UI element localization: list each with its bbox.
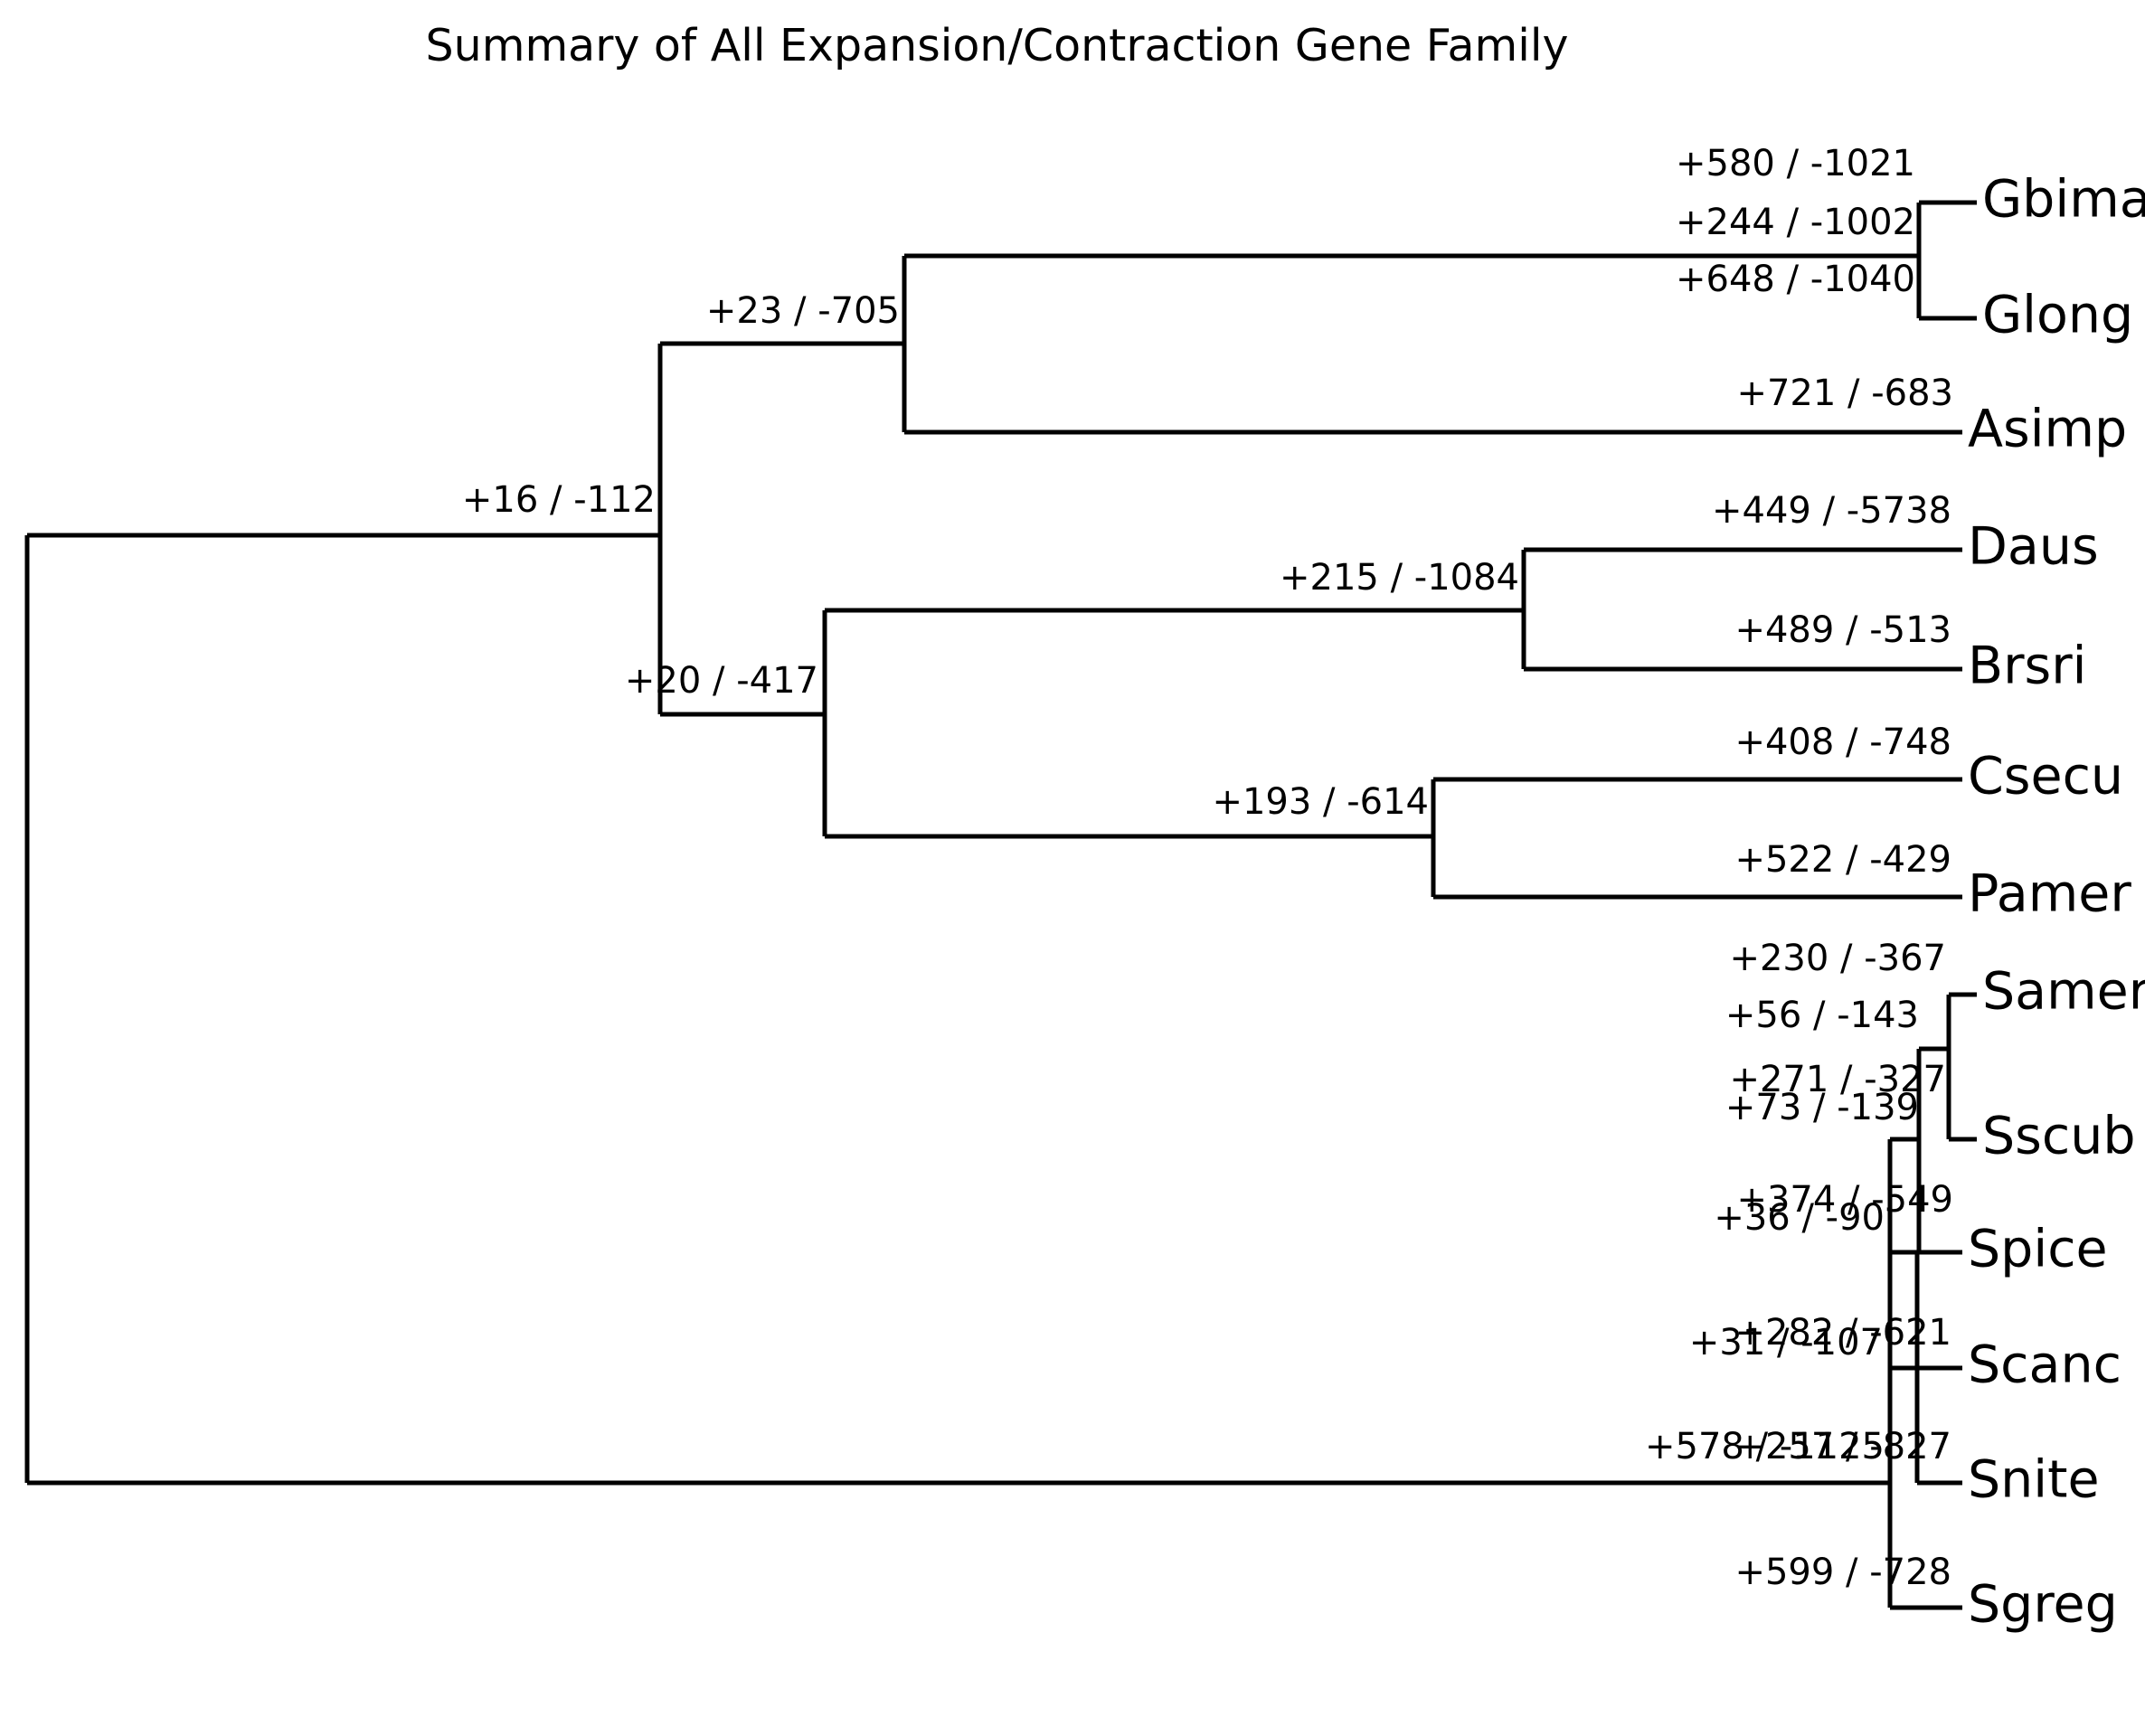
label-scsnite-rate: +31 / -107 <box>1689 1322 1883 1363</box>
tip-glong: Glong <box>1982 286 2133 345</box>
label-db-rate: +215 / -1084 <box>1280 557 1519 599</box>
tip-spice: Spice <box>1968 1220 2108 1279</box>
tip-snite: Snite <box>1968 1450 2100 1510</box>
label-ggA-rate: +23 / -705 <box>706 290 900 332</box>
label-csecu-rate: +408 / -748 <box>1734 722 1951 763</box>
tip-pamer: Pamer <box>1968 864 2131 924</box>
tip-daus: Daus <box>1968 517 2099 577</box>
label-daus-rate: +449 / -5738 <box>1712 490 1951 532</box>
label-root-upper: +16 / -112 <box>462 479 656 521</box>
tip-csecu: Csecu <box>1968 747 2123 807</box>
label-mid-rate: +20 / -417 <box>625 660 818 702</box>
tip-asimp: Asimp <box>1968 400 2127 459</box>
tip-scanc: Scanc <box>1968 1335 2121 1395</box>
tip-sgreg: Sgreg <box>1968 1575 2118 1635</box>
tip-samer: Samer <box>1982 962 2145 1022</box>
label-ssp-rate2: +73 / -139 <box>1725 1087 1919 1128</box>
label-cp-rate: +193 / -614 <box>1212 781 1429 823</box>
label-ssp-rate: +36 / -90 <box>1714 1197 1885 1239</box>
label-spice-rate: +374 / -549 <box>1736 1179 1953 1221</box>
tip-gbima: Gbima <box>1982 170 2145 230</box>
label-sgreg-rate: +599 / -728 <box>1734 1552 1951 1593</box>
label-gg-rate: +244 / -1002 <box>1676 202 1915 243</box>
label-glong-rate: +648 / -1040 <box>1676 259 1915 300</box>
tip-labels-group: GbimaGlongAsimpDausBrsriCsecuPamerSamerS… <box>1968 170 2145 1635</box>
branch-lines-group <box>24 200 1977 1610</box>
page-title: Summary of All Expansion/Contraction Gen… <box>425 20 1569 71</box>
label-gbima-rate: +580 / -1021 <box>1676 143 1915 184</box>
tip-sscub: Sscub <box>1982 1107 2136 1166</box>
rate-labels-group: +580 / -1021 +244 / -1002 +648 / -1040 +721… <box>462 143 1953 1593</box>
label-snite-rate: +257 / -827 <box>1734 1426 1951 1467</box>
label-brsri-rate: +489 / -513 <box>1734 609 1951 651</box>
label-asimp-rate: +721 / -683 <box>1736 373 1953 414</box>
label-pamer-rate: +522 / -429 <box>1734 839 1951 881</box>
label-samer-rate: +230 / -367 <box>1729 938 1946 979</box>
tip-brsri: Brsri <box>1968 637 2087 696</box>
label-sscub-rate: +271 / -327 <box>1729 1059 1946 1100</box>
label-ss-rate: +56 / -143 <box>1725 995 1919 1036</box>
label-sgclade-rate: +578 / -1125 <box>1645 1426 1885 1467</box>
label-scanc-rate: +282 / -621 <box>1734 1312 1951 1354</box>
